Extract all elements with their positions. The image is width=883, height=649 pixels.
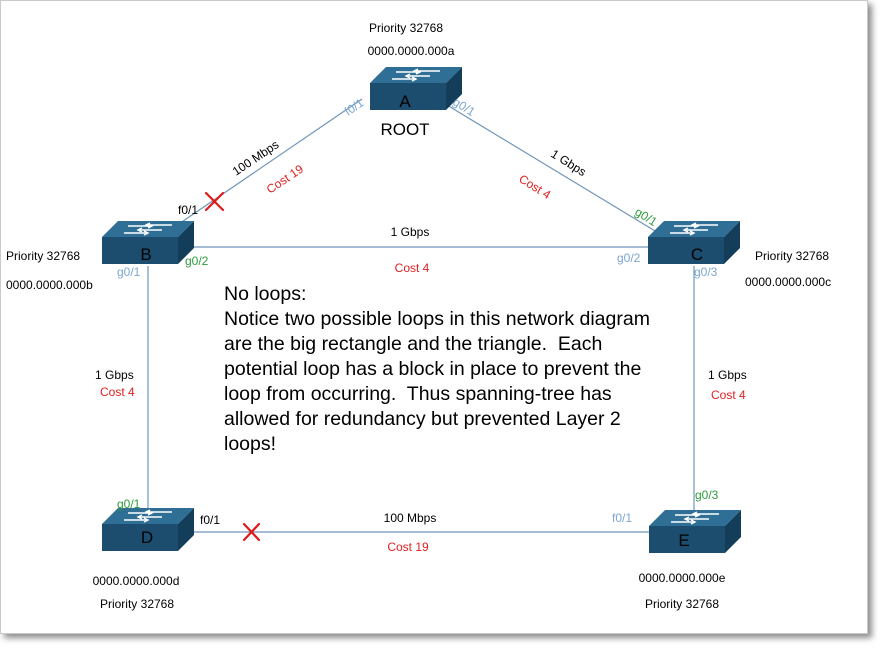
switch-e-priority: Priority 32768 (645, 597, 719, 611)
blocked-port-x-icon (204, 191, 225, 212)
port-d-g0-1: g0/1 (117, 497, 141, 511)
note-line: potential loop has a block in place to p… (224, 358, 642, 380)
link-de-cost: Cost 19 (387, 540, 429, 554)
port-c-g0-3: g0/3 (694, 265, 718, 279)
link-bc-speed: 1 Gbps (391, 225, 430, 239)
link-ab-speed: 100 Mbps (230, 137, 282, 178)
switch-d-mac: 0000.0000.000d (93, 574, 180, 588)
switch-d-letter: D (141, 528, 153, 547)
switch-b[interactable]: B Priority 32768 0000.0000.000b (6, 220, 195, 292)
link-ac-labels: g0/1 1 Gbps Cost 4 g0/1 (450, 95, 660, 229)
switch-e-mac: 0000.0000.000e (639, 571, 726, 585)
link-de-labels: f0/1 100 Mbps Cost 19 f0/1 (200, 511, 632, 554)
port-e-g0-3: g0/3 (695, 488, 719, 502)
link-ac-cost: Cost 4 (516, 172, 553, 202)
note-line: allowed for redundancy but prevented Lay… (224, 408, 621, 430)
switch-d[interactable]: D 0000.0000.000d Priority 32768 (93, 507, 195, 611)
port-b-f0-1: f0/1 (178, 203, 198, 217)
link-bc-labels: 1 Gbps Cost 4 g0/2 g0/2 (185, 225, 641, 275)
link-ac-speed: 1 Gbps (548, 147, 588, 179)
port-b-g0-2: g0/2 (185, 254, 209, 268)
network-switch-icon (648, 509, 742, 554)
switch-c[interactable]: C Priority 32768 0000.0000.000c (647, 220, 831, 289)
port-b-g0-1: g0/1 (117, 265, 141, 279)
port-a-f0-1: f0/1 (342, 96, 367, 119)
switch-a-role: ROOT (380, 120, 429, 139)
links (147, 98, 695, 533)
note-line: No loops: (224, 283, 307, 305)
note-line: Notice two possible loops in this networ… (224, 308, 650, 330)
link-ce-cost: Cost 4 (711, 388, 746, 402)
switch-a-mac: 0000.0000.000a (368, 44, 455, 58)
link-bd-speed: 1 Gbps (95, 368, 134, 382)
port-e-f0-1: f0/1 (612, 511, 632, 525)
switch-c-priority: Priority 32768 (755, 249, 829, 263)
switch-e-letter: E (678, 531, 689, 550)
note-line: loop from occurring. Thus spanning-tree … (224, 383, 612, 405)
switch-e[interactable]: E 0000.0000.000e Priority 32768 (639, 509, 742, 611)
note-line: loops! (224, 433, 277, 455)
switch-b-letter: B (140, 245, 151, 264)
explanation-note: No loops: Notice two possible loops in t… (224, 282, 694, 457)
link-de-speed: 100 Mbps (384, 511, 437, 525)
link-ce-labels: g0/3 1 Gbps Cost 4 g0/3 (694, 265, 747, 502)
switch-a-priority: Priority 32768 (369, 21, 443, 35)
link-ab-labels: f0/1 100 Mbps Cost 19 f0/1 (178, 96, 367, 217)
link-a-c (436, 98, 666, 238)
port-d-f0-1: f0/1 (200, 513, 220, 527)
switch-b-priority: Priority 32768 (6, 249, 80, 263)
switch-d-priority: Priority 32768 (100, 597, 174, 611)
switch-c-mac: 0000.0000.000c (745, 275, 831, 289)
switch-a[interactable]: A ROOT Priority 32768 0000.0000.000a (368, 21, 463, 139)
note-line: are the big rectangle and the triangle. … (224, 333, 603, 355)
link-ab-cost: Cost 19 (264, 162, 306, 197)
network-switch-icon (369, 66, 463, 111)
link-bd-labels: g0/1 1 Gbps Cost 4 g0/1 (95, 265, 141, 511)
blocked-port-x-icon (242, 522, 261, 542)
switch-a-letter: A (399, 92, 411, 111)
link-ce-speed: 1 Gbps (708, 368, 747, 382)
switch-b-mac: 0000.0000.000b (6, 278, 93, 292)
port-c-g0-2: g0/2 (617, 251, 641, 265)
switch-c-letter: C (691, 245, 703, 264)
link-a-b (169, 98, 363, 231)
link-bd-cost: Cost 4 (100, 385, 135, 399)
link-bc-cost: Cost 4 (395, 261, 430, 275)
